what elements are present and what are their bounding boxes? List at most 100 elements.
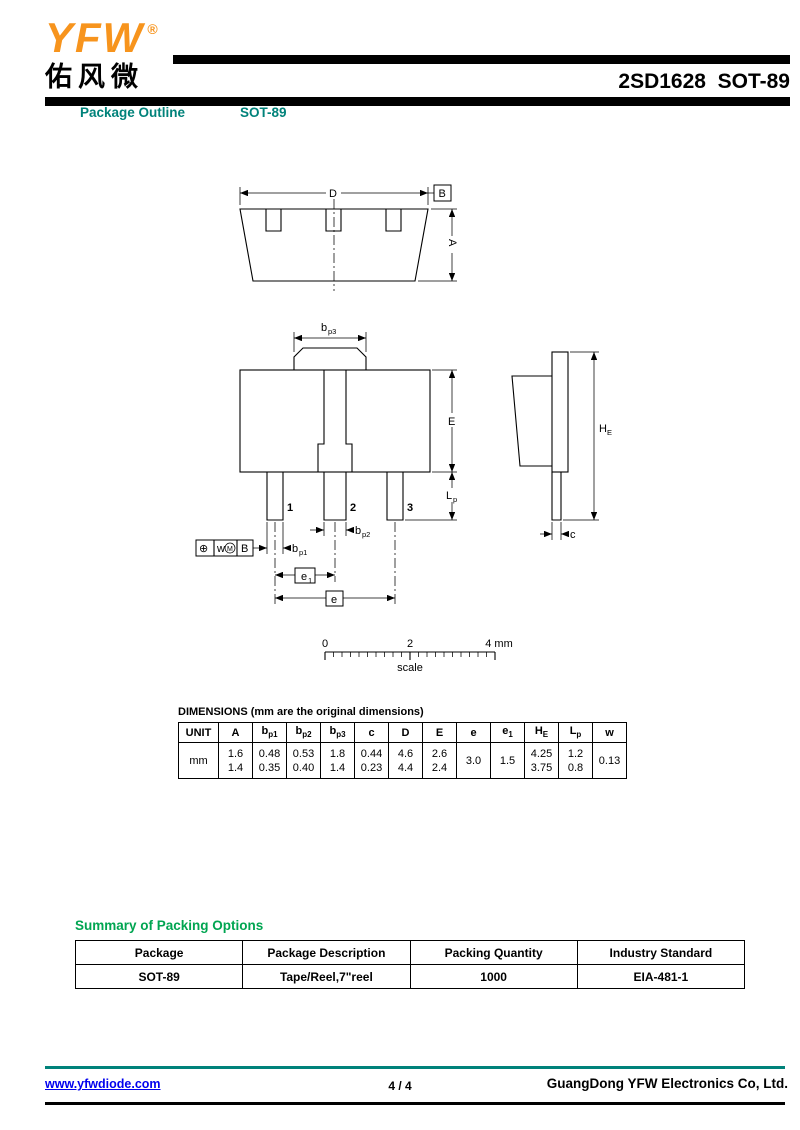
position-tolerance-frame: ⊕ w M B	[195, 539, 254, 557]
dim-column-header: bp1	[252, 722, 287, 743]
top-view-body-outline	[239, 208, 429, 282]
packing-options-title: Summary of Packing Options	[75, 918, 264, 933]
dim-e-label-bg	[445, 413, 458, 427]
dim-value-cell: 0.13	[592, 742, 627, 779]
dim-bp3-label-sub: p3	[328, 327, 336, 336]
dim-d-label-bg	[326, 186, 341, 199]
package-outline-drawing: D B A 1 2 3 b p3 E	[195, 184, 612, 674]
unit-header: UNIT	[178, 722, 219, 743]
packing-cell: Tape/Reel,7"reel	[242, 964, 411, 989]
dim-column-header: e	[456, 722, 491, 743]
dim-bp1-label-sub: p1	[299, 548, 307, 557]
dim-column-header: w	[592, 722, 627, 743]
packing-column-header: Industry Standard	[576, 940, 746, 965]
registered-mark-icon: ®	[147, 21, 160, 37]
scale-tick-0: 0	[322, 638, 328, 650]
scale-tick-2: 2	[407, 638, 413, 650]
dim-column-header: HE	[524, 722, 559, 743]
logo-chinese-text: 佑风微	[45, 62, 144, 92]
logo-text: YFW	[45, 14, 145, 61]
side-lead	[551, 472, 562, 521]
dim-e-pitch-label: e	[331, 594, 337, 606]
dim-column-header: D	[388, 722, 423, 743]
section-heading: Package Outline SOT-89	[0, 105, 800, 125]
fcf-datum-label: B	[241, 543, 248, 555]
material-modifier-circle-icon	[224, 542, 236, 554]
header-rule-bottom	[45, 97, 790, 106]
dim-he-label: H	[599, 423, 607, 435]
yfw-logo: YFW® 佑风微	[45, 6, 160, 93]
dim-e1-frame	[294, 567, 316, 584]
dim-lp-label-sub: p	[453, 495, 457, 504]
material-modifier-m-label: M	[227, 546, 233, 553]
tolerance-frame-box	[195, 539, 254, 557]
dim-value-cell: 1.5	[490, 742, 525, 779]
dim-lp-label: L	[446, 490, 452, 502]
company-name: GuangDong YFW Electronics Co, Ltd.	[546, 1076, 788, 1091]
dim-column-header: E	[422, 722, 457, 743]
package-outline-heading: Package Outline	[80, 105, 186, 120]
footer-rule-bottom	[45, 1102, 785, 1105]
front-center-lead-inner	[317, 370, 353, 472]
header-rule-top	[173, 55, 790, 64]
dim-e-label: E	[448, 416, 455, 428]
package-name-heading: SOT-89	[240, 105, 287, 120]
footer-rule-top	[45, 1066, 785, 1069]
dim-column-header: bp2	[286, 722, 321, 743]
pin-1-label: 1	[287, 502, 293, 514]
logo-wordmark: YFW®	[45, 6, 160, 61]
pin-centerlines	[274, 522, 396, 604]
datum-b-label: B	[439, 188, 446, 200]
dim-bp2-label: b	[355, 525, 361, 537]
scale-bar: 0 2 4 mm scale	[322, 638, 513, 674]
dim-c-extension-lines	[551, 522, 562, 540]
website-link[interactable]: www.yfwdiode.com	[45, 1077, 161, 1091]
packing-cell: 1000	[409, 964, 578, 989]
packing-cell: EIA-481-1	[576, 964, 746, 989]
scale-caption: scale	[397, 662, 423, 674]
scale-minor-ticks	[333, 652, 487, 657]
side-body-outline	[511, 375, 552, 467]
dim-column-header: bp3	[320, 722, 355, 743]
dim-d-label: D	[329, 188, 337, 200]
position-symbol-icon: ⊕	[199, 543, 208, 555]
dim-bp2-label-sub: p2	[362, 530, 370, 539]
dim-e-pitch-frame	[325, 590, 344, 607]
scale-tick-4: 4 mm	[485, 638, 513, 650]
dim-lp-label-bg	[444, 488, 460, 502]
unit-value: mm	[178, 742, 219, 779]
pin-2-label: 2	[350, 502, 356, 514]
packing-cell: SOT-89	[74, 964, 244, 989]
page-number: 4 / 4	[388, 1079, 412, 1093]
front-body-outline	[239, 369, 431, 473]
pin-3-label: 3	[407, 502, 413, 514]
dim-column-header: c	[354, 722, 389, 743]
front-heatsink-tab	[293, 347, 367, 370]
dim-a-label-bg	[445, 236, 458, 253]
dimensions-title: DIMENSIONS (mm are the original dimensio…	[178, 706, 424, 718]
part-number-title: 2SD1628 SOT-89	[618, 70, 790, 93]
tolerance-w-label: w	[216, 543, 225, 555]
dim-he-label-sub: E	[607, 428, 612, 437]
dim-c-label: c	[570, 529, 576, 541]
side-tab-outline	[551, 351, 569, 473]
top-view-lead-notches	[265, 209, 402, 232]
packing-column-header: Package	[74, 940, 244, 965]
packing-column-header: Package Description	[242, 940, 411, 965]
dim-bp1-label: b	[292, 543, 298, 555]
dim-bp3-label: b	[321, 322, 327, 334]
